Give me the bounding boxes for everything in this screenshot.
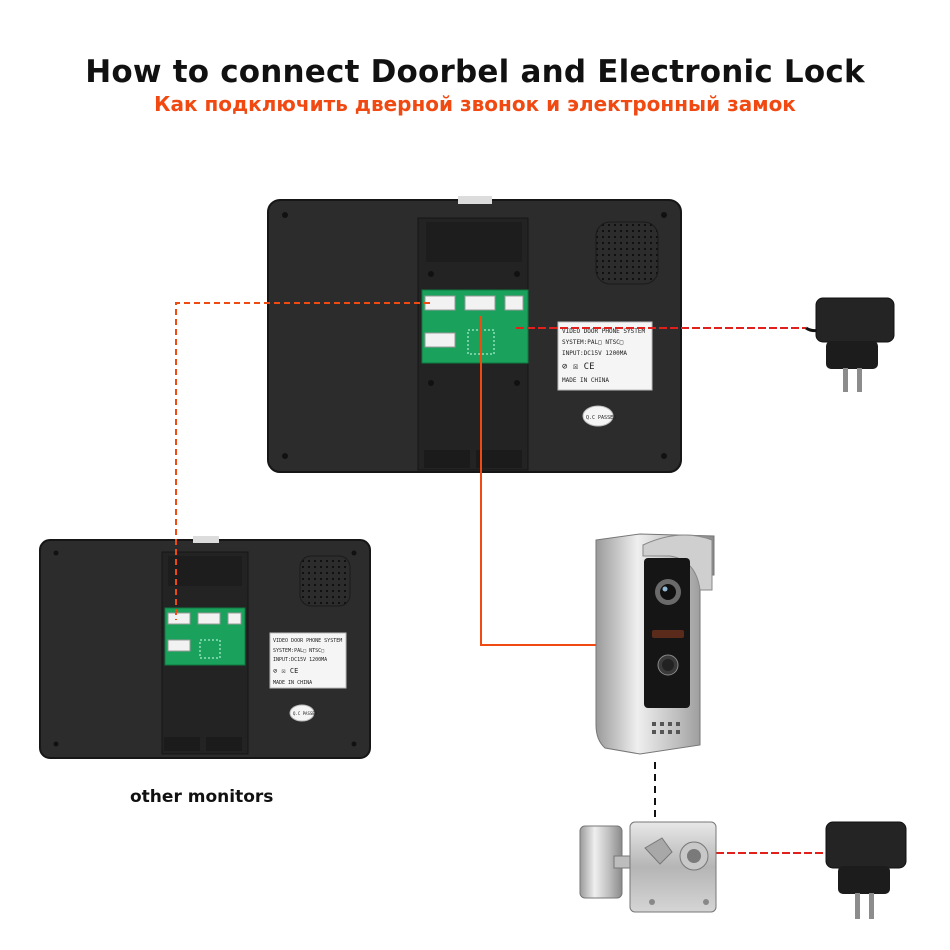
qc-sticker-2: Q.C PASSED bbox=[293, 711, 318, 716]
label-line4: MADE IN CHINA bbox=[562, 377, 609, 384]
camera-wire bbox=[480, 316, 602, 646]
main-monitor: VIDEO DOOR PHONE SYSTEM SYSTEM:PAL□ NTSC… bbox=[267, 196, 682, 473]
label-line1: VIDEO DOOR PHONE SYSTEM bbox=[562, 328, 645, 335]
other-monitor: VIDEO DOOR PHONE SYSTEM SYSTEM:PAL□ NTSC… bbox=[39, 536, 371, 759]
label-marks: ⊘ ☒ CE bbox=[562, 362, 595, 372]
label2-line1: VIDEO DOOR PHONE SYSTEM bbox=[273, 638, 342, 644]
label2-line4: MADE IN CHINA bbox=[273, 680, 312, 686]
monitor-link-wire bbox=[175, 302, 430, 620]
electronic-lock-icon bbox=[579, 821, 717, 913]
title-en: How to connect Doorbel and Electronic Lo… bbox=[85, 54, 865, 90]
caption-other-monitors: other monitors bbox=[130, 787, 274, 807]
label-line3: INPUT:DC15V 1200MA bbox=[562, 350, 627, 357]
label2-marks: ⊘ ☒ CE bbox=[273, 667, 298, 675]
door-camera-icon bbox=[595, 533, 715, 755]
qc-sticker: Q.C PASSED bbox=[586, 415, 616, 421]
title-ru: Как подключить дверной звонок и электрон… bbox=[154, 92, 796, 116]
label2-line3: INPUT:DC15V 1200MA bbox=[273, 657, 327, 663]
label2-line2: SYSTEM:PAL□ NTSC□ bbox=[273, 648, 324, 654]
label-line2: SYSTEM:PAL□ NTSC□ bbox=[562, 339, 624, 346]
power-adapter-icon bbox=[805, 297, 895, 392]
power-adapter-icon-2 bbox=[825, 821, 907, 919]
